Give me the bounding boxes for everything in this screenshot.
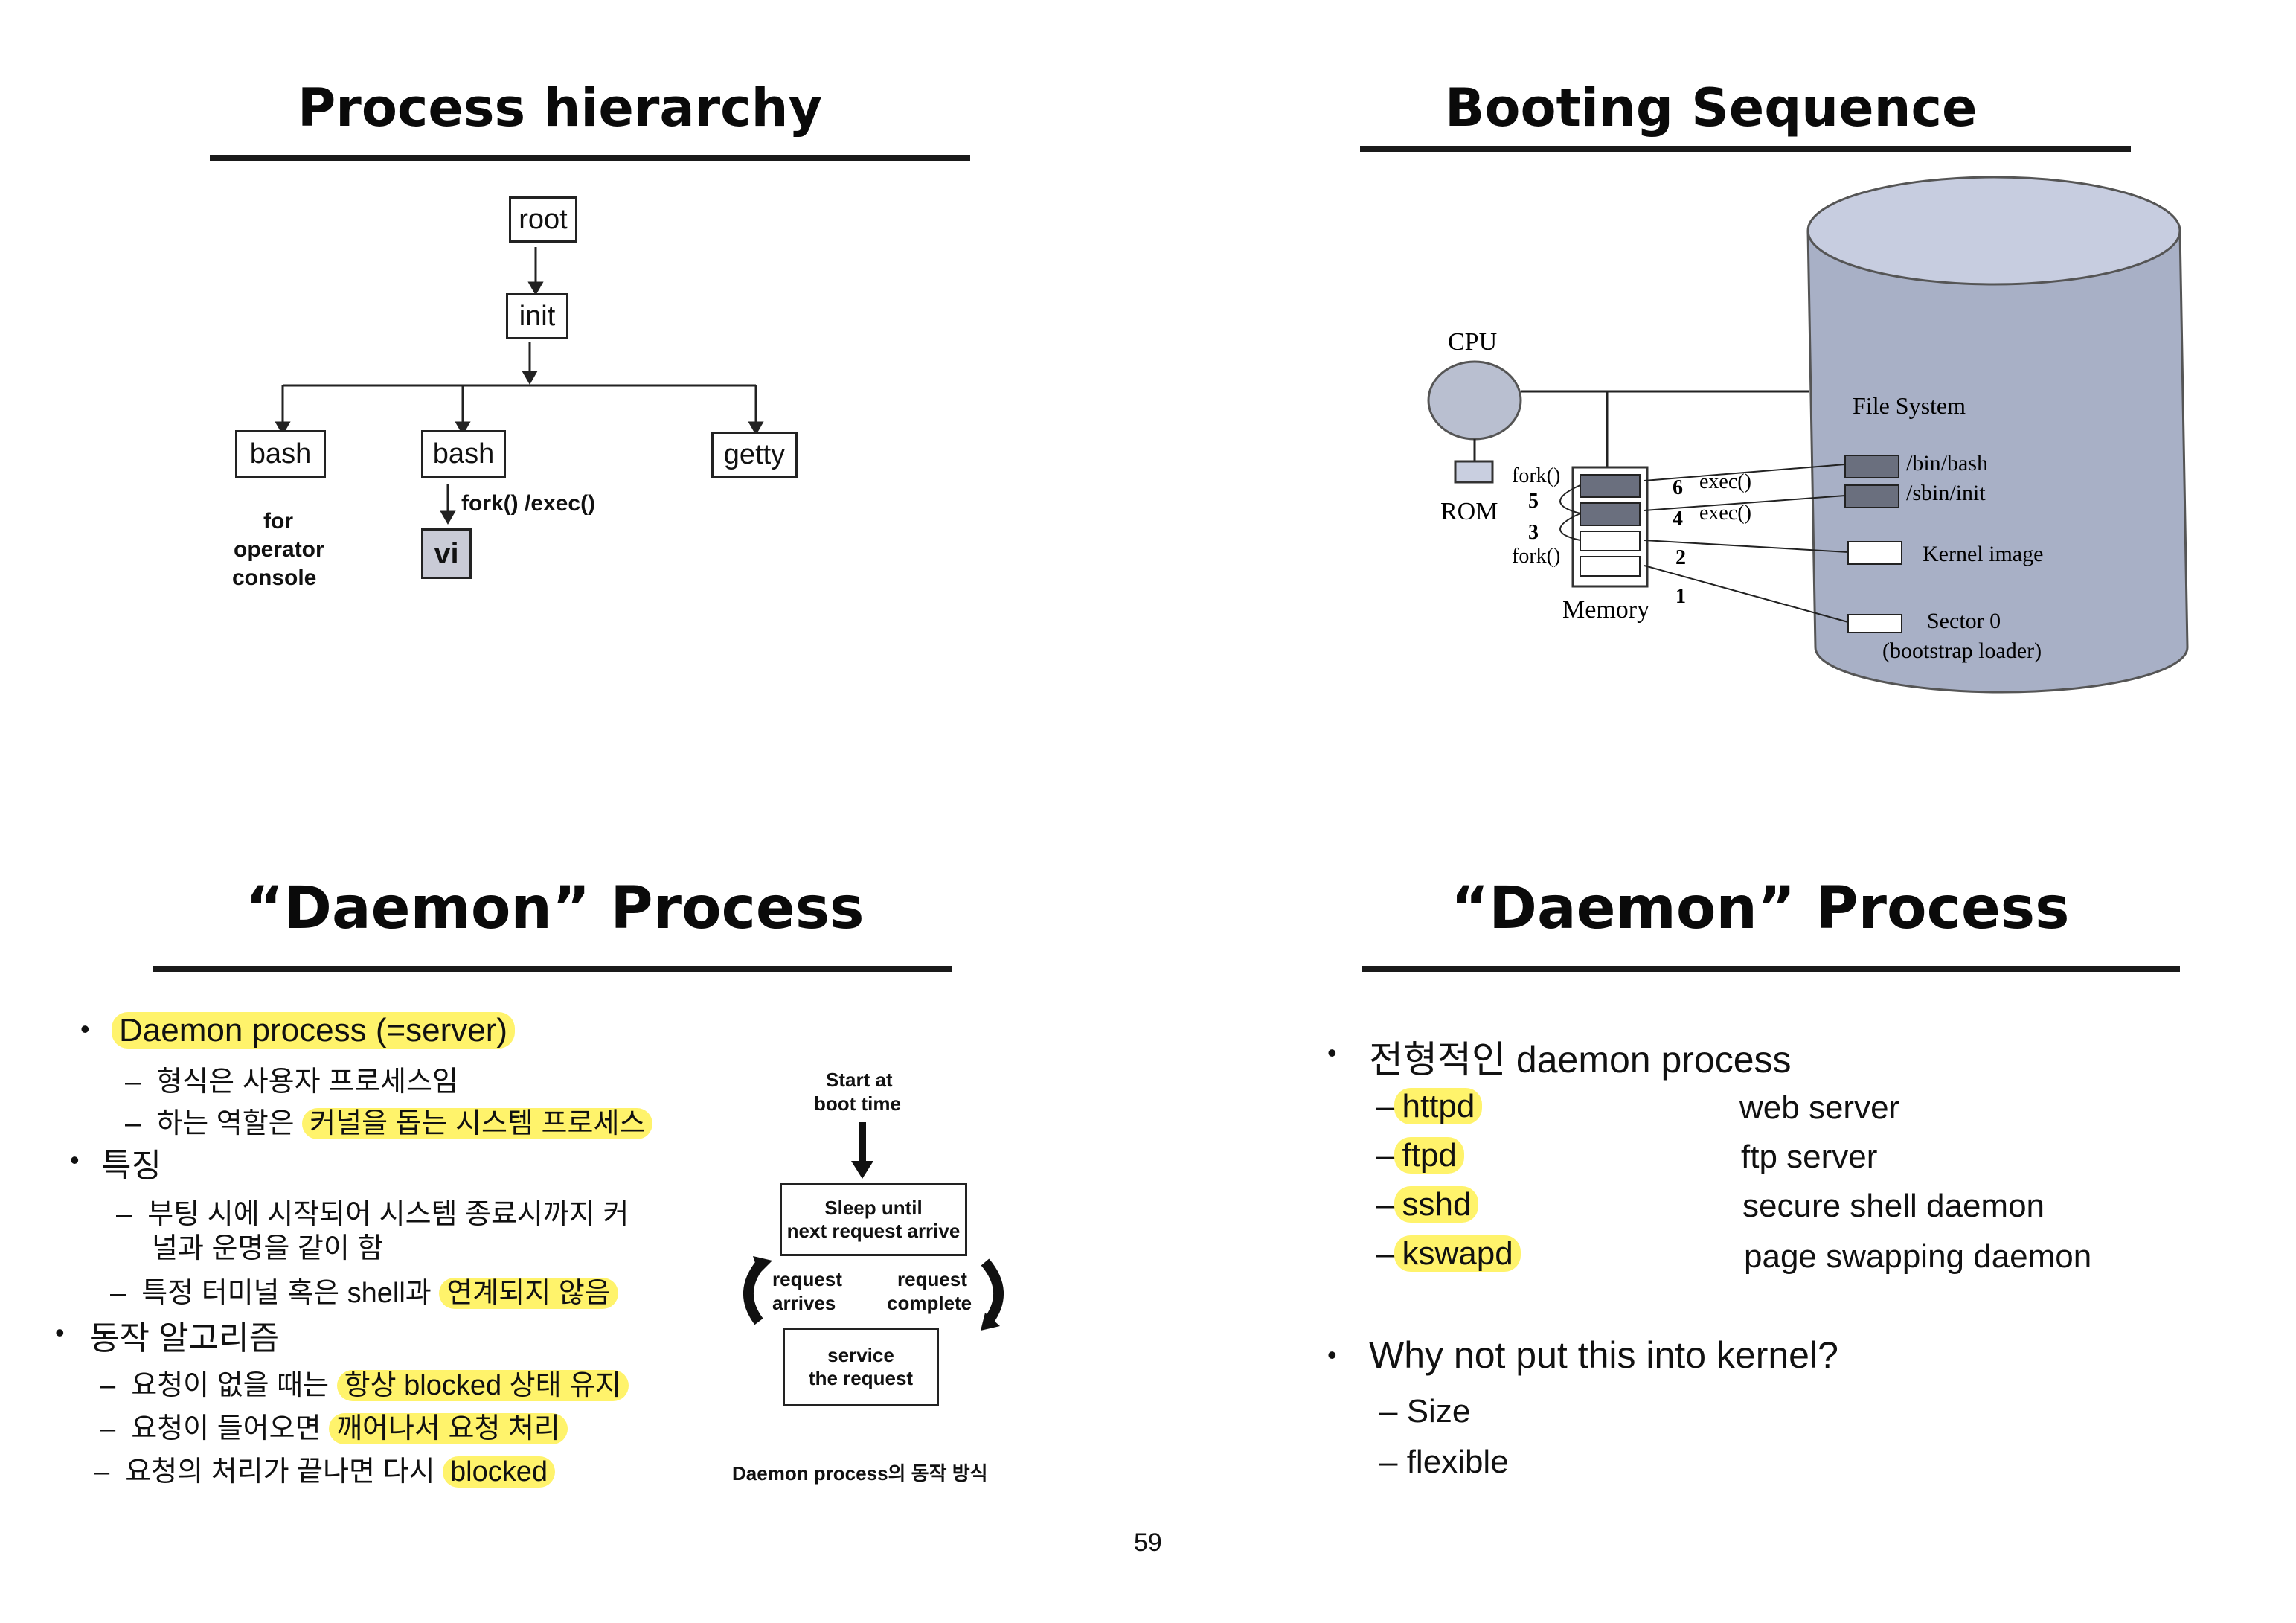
kernel-image-block bbox=[1847, 541, 1902, 565]
daemon-desc-sshd: secure shell daemon bbox=[1742, 1188, 2045, 1224]
rom-box bbox=[1454, 460, 1494, 484]
sub-bullet: – 요청이 없을 때는 항상 blocked 상태 유지 bbox=[100, 1362, 629, 1403]
node-root: root bbox=[509, 196, 577, 243]
bullet-algorithm: 동작 알고리즘 bbox=[89, 1320, 280, 1357]
bullet-why-not-kernel: Why not put this into kernel? bbox=[1369, 1334, 1838, 1376]
bin-bash-label: /bin/bash bbox=[1906, 451, 1988, 476]
sub-bullet: – 요청의 처리가 끝나면 다시 blocked bbox=[94, 1448, 556, 1489]
rom-label: ROM bbox=[1440, 498, 1498, 525]
highlight: Daemon process (=server) bbox=[112, 1012, 516, 1049]
fork-top-label: fork() bbox=[1512, 464, 1560, 487]
title-underline bbox=[1362, 966, 2180, 972]
title-underline bbox=[210, 155, 970, 161]
fork-bottom-label: fork() bbox=[1512, 545, 1560, 568]
diagram-caption: Daemon process의 동작 방식 bbox=[732, 1462, 988, 1485]
bullet-dot: • bbox=[70, 1145, 80, 1175]
step-3: 3 bbox=[1528, 521, 1539, 544]
sbin-init-block bbox=[1844, 484, 1899, 508]
bullet-dot: • bbox=[55, 1317, 65, 1348]
bullet-features: 특징 bbox=[101, 1147, 161, 1184]
sub-bullet: – 특정 터미널 혹은 shell과 연계되지 않음 bbox=[110, 1270, 618, 1310]
step-5: 5 bbox=[1528, 490, 1539, 513]
operator-note-1: for bbox=[263, 509, 293, 534]
daemon-desc-ftpd: ftp server bbox=[1741, 1139, 1878, 1175]
kernel-image-label: Kernel image bbox=[1923, 542, 2043, 566]
title-underline bbox=[153, 966, 952, 972]
slide-title: Booting Sequence bbox=[1445, 77, 1978, 138]
cpu-circle bbox=[1427, 360, 1522, 441]
sub-bullet: – 하는 역할은 커널을 돕는 시스템 프로세스 bbox=[125, 1100, 653, 1141]
boot-time-label: boot time bbox=[814, 1092, 901, 1115]
daemon-name-sshd: –sshd bbox=[1376, 1186, 1479, 1223]
exec-top-label: exec() bbox=[1699, 470, 1751, 493]
bullet-dot: • bbox=[1327, 1339, 1337, 1370]
exec-bottom-label: exec() bbox=[1699, 502, 1751, 525]
bin-bash-block bbox=[1844, 455, 1899, 478]
step-4: 4 bbox=[1673, 508, 1683, 531]
slide-title: “Daemon” Process bbox=[246, 875, 865, 942]
request-complete-1: request bbox=[897, 1268, 967, 1290]
sub-bullet-cont: 널과 운명을 같이 함 bbox=[152, 1233, 384, 1264]
daemon-desc-httpd: web server bbox=[1739, 1089, 1900, 1126]
loop-arrows bbox=[743, 1256, 1004, 1331]
disk-top bbox=[1806, 176, 2181, 286]
daemon-name-kswapd: –kswapd bbox=[1376, 1235, 1521, 1273]
request-complete-2: complete bbox=[887, 1292, 972, 1314]
node-vi: vi bbox=[421, 528, 472, 579]
bullet-typical-daemons: 전형적인 daemon process bbox=[1369, 1039, 1792, 1081]
booting-diagram: CPU ROM Memory File System /bin/bash /sb… bbox=[1427, 176, 2189, 694]
operator-note-2: operator bbox=[234, 537, 324, 562]
node-init: init bbox=[506, 293, 568, 339]
request-arrives-1: request bbox=[772, 1268, 842, 1290]
bootstrap-label: (bootstrap loader) bbox=[1882, 638, 2042, 663]
bullet-dot: • bbox=[1327, 1037, 1337, 1068]
sub-bullet: – 형식은 사용자 프로세스임 bbox=[125, 1066, 458, 1098]
sub-bullet: – 요청이 들어오면 깨어나서 요청 처리 bbox=[100, 1405, 568, 1446]
node-getty: getty bbox=[711, 432, 798, 478]
daemon-desc-kswapd: page swapping daemon bbox=[1744, 1238, 2092, 1275]
down-arrow bbox=[851, 1122, 873, 1179]
sector0-label: Sector 0 bbox=[1927, 609, 2001, 633]
operator-note-3: console bbox=[232, 566, 317, 590]
sub-bullet: – Size bbox=[1379, 1393, 1471, 1430]
page-number: 59 bbox=[1134, 1528, 1162, 1557]
request-arrives-2: arrives bbox=[772, 1292, 836, 1314]
hierarchy-connectors bbox=[275, 247, 764, 525]
slide-title: “Daemon” Process bbox=[1451, 875, 2070, 942]
step-1: 1 bbox=[1675, 585, 1686, 608]
node-bash-2: bash bbox=[421, 430, 506, 478]
bullet-daemon-server: Daemon process (=server) bbox=[112, 1012, 516, 1049]
step-2: 2 bbox=[1675, 546, 1686, 569]
disk-cylinder bbox=[1806, 230, 2189, 694]
cpu-label: CPU bbox=[1448, 328, 1497, 356]
step-6: 6 bbox=[1673, 476, 1683, 499]
sub-bullet: – 부팅 시에 시작되어 시스템 종료시까지 커 bbox=[116, 1199, 629, 1230]
start-at-label: Start at bbox=[826, 1069, 893, 1091]
memory-label: Memory bbox=[1562, 596, 1649, 624]
fork-exec-label: fork() /exec() bbox=[461, 491, 596, 516]
bullet-dot: • bbox=[80, 1014, 90, 1044]
daemon-name-ftpd: –ftpd bbox=[1376, 1137, 1464, 1174]
sector0-block bbox=[1847, 614, 1902, 633]
slide-title: Process hierarchy bbox=[298, 77, 823, 138]
sbin-init-label: /sbin/init bbox=[1906, 481, 1986, 505]
sub-bullet: – flexible bbox=[1379, 1444, 1509, 1480]
daemon-name-httpd: –httpd bbox=[1376, 1088, 1483, 1125]
node-bash-1: bash bbox=[235, 430, 326, 478]
title-underline bbox=[1360, 146, 2131, 152]
file-system-label: File System bbox=[1853, 392, 1966, 419]
